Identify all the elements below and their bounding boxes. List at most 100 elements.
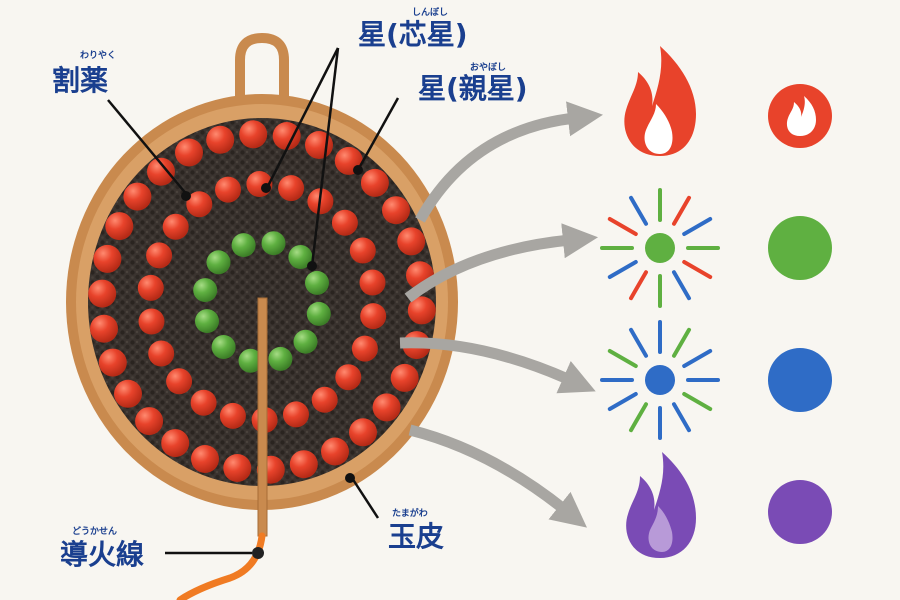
- green-star-ring: [193, 231, 331, 373]
- burst-core: [645, 233, 675, 263]
- oya-star-inner: [146, 242, 173, 269]
- tamagawa-label: 玉皮: [388, 520, 444, 553]
- shin-star: [195, 309, 219, 334]
- oya-star-outer: [382, 196, 410, 225]
- oya-star-inner: [219, 402, 246, 429]
- burst-ray: [629, 270, 648, 301]
- burst-ray: [607, 392, 638, 411]
- red-flame-icon: [624, 46, 696, 156]
- shin-star: [238, 348, 263, 373]
- green-pointer-dot: [307, 261, 317, 271]
- oya-star-outer: [98, 348, 127, 377]
- oya-star-inner: [138, 308, 165, 335]
- oya-star-pointer-dot: [353, 165, 363, 175]
- oya-star-outer: [239, 120, 268, 149]
- oya-star-outer: [88, 279, 117, 308]
- fuse-cord: [176, 532, 266, 600]
- oya-star-outer: [321, 437, 349, 466]
- burst-ray: [607, 217, 638, 236]
- inner-fuse: [257, 297, 268, 537]
- oya-star-outer: [289, 450, 318, 479]
- tamagawa-ruby: たまがわ: [392, 507, 428, 519]
- purple-flame-icon: [626, 452, 696, 558]
- burst-ray: [672, 327, 691, 358]
- warigusuri-ruby: わりやく: [80, 50, 116, 61]
- hoshi-shin-ruby: しんぼし: [412, 6, 448, 18]
- oya-star-inner: [190, 389, 217, 416]
- shin-star: [306, 301, 331, 326]
- oya-star-inner: [215, 176, 241, 203]
- burst-ray: [682, 260, 713, 279]
- shin-star: [261, 231, 286, 256]
- oya-star-outer: [397, 227, 426, 256]
- oya-star-outer: [272, 122, 301, 150]
- hanging-loop: [235, 32, 289, 108]
- shin-star: [293, 329, 318, 354]
- oya-star-outer: [93, 244, 122, 273]
- shin-star: [288, 245, 313, 269]
- oya-star-outer: [161, 429, 190, 458]
- oya-star-outer: [206, 125, 235, 154]
- leader-lines: [107, 47, 400, 555]
- oya-star-inner: [311, 386, 338, 413]
- shin-star: [193, 278, 218, 303]
- hoshi-shin-label: 星(芯星): [358, 18, 468, 51]
- hoshi-oya-label: 星(親星): [418, 72, 528, 105]
- effect-arrows: [399, 101, 603, 528]
- oya-star-outer: [90, 314, 118, 343]
- burst-ray: [629, 402, 648, 433]
- oya-star-inner: [331, 209, 358, 236]
- oya-star-inner: [349, 237, 376, 264]
- dokasen-ruby: どうかせん: [72, 525, 117, 537]
- shin-star: [268, 346, 293, 371]
- burst-ray: [629, 195, 648, 226]
- green-color-dot: [768, 216, 832, 280]
- oya-star-outer: [105, 212, 134, 241]
- oya-star-outer: [147, 157, 175, 186]
- oya-star-outer: [114, 379, 142, 408]
- burst-ray: [672, 402, 691, 433]
- oya-star-outer: [349, 418, 377, 447]
- shin-star: [305, 270, 329, 295]
- oya-star-outer: [407, 296, 436, 325]
- burst-ray: [682, 392, 713, 411]
- blue-color-dot: [768, 348, 832, 412]
- dokasen-label: 導火線: [60, 538, 144, 571]
- red-star-rings: [88, 120, 436, 484]
- oya-star-inner: [137, 274, 164, 301]
- tamagawa-pointer-dot: [345, 473, 355, 483]
- burst-ray: [629, 327, 648, 358]
- oya-star-outer: [390, 363, 419, 392]
- blue-starburst-icon: [600, 320, 720, 440]
- shin-star: [206, 250, 231, 275]
- oya-star-inner: [162, 213, 189, 240]
- shin-star-pointer-dot: [261, 183, 271, 193]
- burst-ray: [672, 195, 691, 226]
- oya-star-inner: [359, 269, 386, 296]
- warigusuri-label: 割薬: [52, 64, 108, 97]
- burst-ray: [682, 349, 713, 368]
- oya-star-outer: [135, 407, 164, 436]
- fuse-spark: [252, 547, 264, 559]
- oya-star-inner: [360, 303, 387, 330]
- warigusuri-pointer-dot: [181, 191, 191, 201]
- oya-star-outer: [223, 454, 252, 482]
- burst-core: [645, 365, 675, 395]
- oya-star-inner: [278, 175, 305, 202]
- hoshi-oya-ruby: おやぼし: [470, 61, 506, 73]
- oya-star-inner: [283, 401, 309, 428]
- oya-star-outer: [175, 138, 203, 167]
- oya-star-inner: [335, 364, 362, 391]
- oya-star-outer: [372, 393, 401, 422]
- shin-star: [231, 233, 256, 258]
- burst-ray: [672, 270, 691, 301]
- oya-star-outer: [360, 168, 389, 197]
- burst-ray: [607, 349, 638, 368]
- oya-star-inner: [148, 340, 175, 367]
- purple-color-dot: [768, 480, 832, 544]
- green-starburst-icon: [600, 188, 720, 308]
- oya-star-outer: [191, 445, 219, 473]
- oya-star-inner: [186, 191, 213, 218]
